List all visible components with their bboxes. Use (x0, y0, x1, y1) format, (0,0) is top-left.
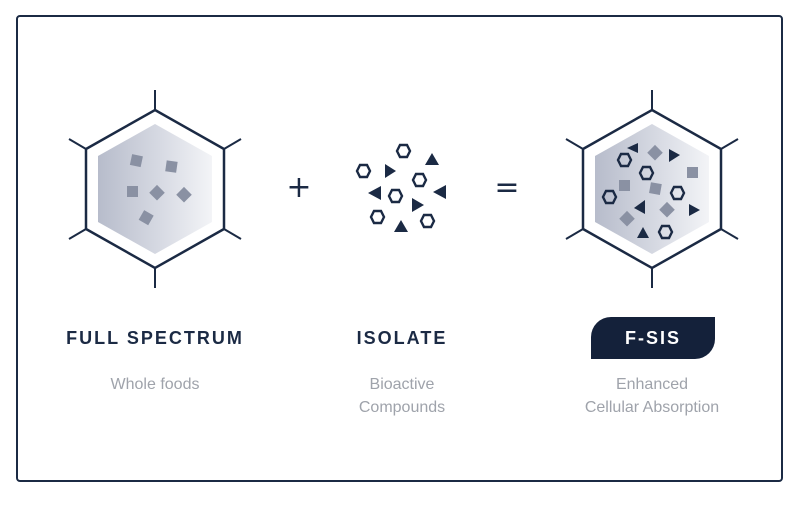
full-spectrum-title: FULL SPECTRUM (66, 328, 244, 348)
fsis-cell-icon (565, 90, 739, 288)
fsis-badge: F-SIS (591, 317, 715, 359)
square-particle-icon (127, 154, 192, 226)
fsis-title: F-SIS (624, 327, 681, 348)
isolate-title: ISOLATE (356, 328, 448, 348)
triangle-icon (368, 153, 446, 232)
subtitle-line: Whole foods (110, 376, 200, 393)
subtitle-line: Enhanced (615, 376, 689, 393)
subtitle-line: Compounds (358, 399, 446, 416)
diagram-frame (16, 15, 783, 482)
subtitle-line: Bioactive (369, 376, 435, 393)
plus-operator: + (286, 170, 312, 205)
isolate-subtitle: Bioactive Compounds (359, 373, 445, 419)
isolate-compounds-icon (355, 143, 446, 232)
full-spectrum-subtitle: Whole foods (111, 373, 200, 396)
hexagon-ring-icon (355, 143, 436, 229)
subtitle-line: Cellular Absorption (584, 399, 720, 416)
fsis-subtitle: Enhanced Cellular Absorption (585, 373, 719, 419)
full-spectrum-cell-icon (68, 90, 242, 288)
equals-operator: = (494, 170, 520, 205)
